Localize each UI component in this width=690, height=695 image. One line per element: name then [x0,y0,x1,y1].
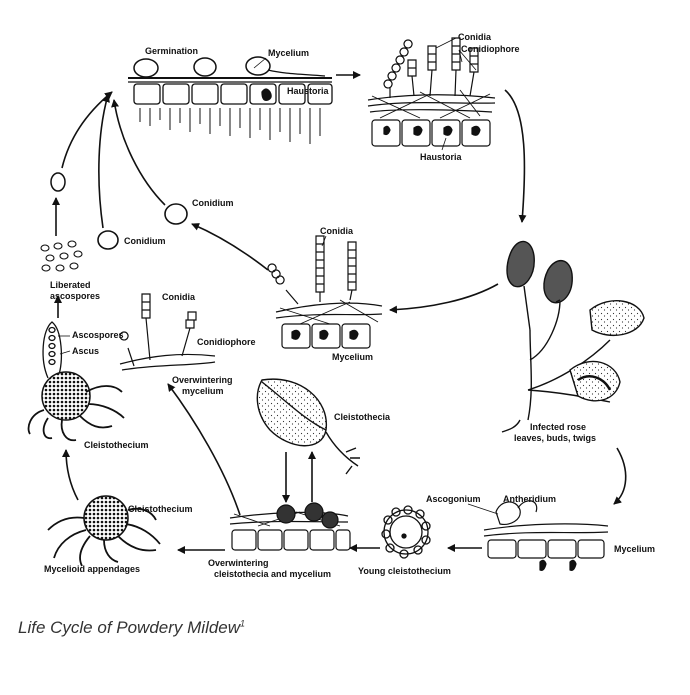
label-overwintering-2: cleistothecia and mycelium [214,569,331,579]
cleistothecium-with-appendages [47,495,161,567]
figure-caption: Life Cycle of Powdery Mildew1 [18,618,245,638]
label-ascus: Ascus [72,346,99,356]
label-overwintering-mycelium-1: Overwintering [172,375,233,385]
label-ascospores: Ascospores [72,330,124,340]
label-mycelium-top: Mycelium [268,48,309,58]
label-germination: Germination [145,46,198,56]
label-infected-rose-1: Infected rose [530,422,586,432]
infected-rose [501,240,645,433]
label-conidia-leftmid: Conidia [162,292,196,302]
conidium-left [97,230,119,250]
label-antheridium: Antheridium [503,494,556,504]
sexual-structures [483,500,609,571]
germinating-spore-1 [133,58,159,78]
label-conidia-center: Conidia [320,226,354,236]
leaf-with-cleistothecia [256,378,360,475]
arrow-conidium-to-top [111,99,166,206]
label-liberated: Liberated [50,280,91,290]
caption-footnote: 1 [240,618,246,629]
arrow-overwinter-to-leftconidio [167,383,241,516]
ascospore-single [50,172,66,192]
cycle-arrows [52,71,627,554]
label-conidiophore-leftmid: Conidiophore [197,337,256,347]
label-ascospores-lib: ascospores [50,291,100,301]
label-mycelium-center: Mycelium [332,352,373,362]
germinating-spore-3 [245,56,271,76]
top-leaf-tissue [128,56,333,144]
label-infected-rose-2: leaves, buds, twigs [514,433,596,443]
left-cleistothecium-ascus [27,321,125,442]
young-cleistothecium [381,505,431,559]
label-cleistothecia-leaf: Cleistothecia [334,412,391,422]
arrow-leftconidium-to-top [98,94,110,229]
arrow-center-to-conidium [191,223,269,271]
label-young-cleistothecium: Young cleistothecium [358,566,451,576]
arrow-colony-to-rose [504,89,527,223]
label-cleistothecium-bottom: Cleistothecium [128,504,193,514]
top-right-colony [367,37,496,147]
label-ascogonium: Ascogonium [426,494,481,504]
caption-text: Life Cycle of Powdery Mildew [18,618,241,637]
conidium-mid [164,203,188,225]
label-haustoria-right: Haustoria [420,152,463,162]
label-conidium-mid: Conidium [192,198,234,208]
cleistothecium-left-body [41,371,91,421]
center-conidia-colony [267,235,383,349]
label-conidium-left: Conidium [124,236,166,246]
label-haustoria-top: Haustoria [287,86,330,96]
label-mycelium-bottomright: Mycelium [614,544,655,554]
left-mid-conidiophore [119,293,216,371]
arrow-ascospore-to-top [61,91,113,169]
label-conidia-top: Conidia [458,32,492,42]
label-cleistothecium-left: Cleistothecium [84,440,149,450]
arrow-rose-to-center [389,283,499,314]
arrow-cleisto-to-leftcleisto [62,449,79,501]
overwintering-cleistothecia [229,502,351,551]
label-conidiophore-top: Conidiophore [461,44,520,54]
germinating-spore-2 [193,57,217,77]
arrow-rose-to-mycelium [613,447,627,505]
liberated-ascospores-cluster [40,240,83,272]
label-overwintering-1: Overwintering [208,558,269,568]
label-overwintering-mycelium-2: mycelium [182,386,224,396]
label-mycelioid-appendages: Mycelioid appendages [44,564,140,574]
